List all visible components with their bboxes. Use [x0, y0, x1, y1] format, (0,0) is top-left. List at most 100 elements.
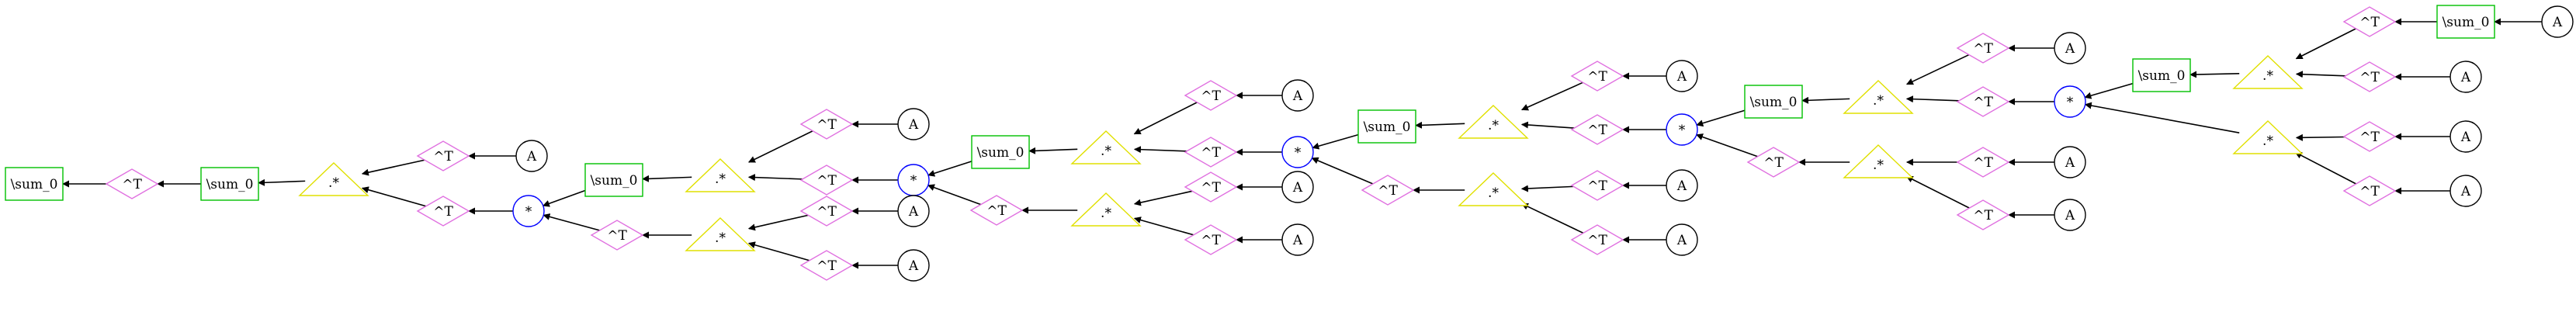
sum-node-shape [1357, 109, 1416, 144]
transpose-node-shape [799, 109, 854, 140]
transpose-node-label: ^T [1587, 178, 1607, 194]
sum-node-label: \sum_0 [206, 177, 254, 192]
leaf-node-a11: A [2054, 32, 2086, 64]
leaf-node-shape [897, 195, 930, 227]
transpose-node-label: ^T [1973, 95, 1993, 110]
leaf-node-a9: A [1666, 169, 1698, 202]
leaf-node-a6: A [1281, 171, 1314, 203]
transpose-node-label: ^T [1763, 155, 1784, 171]
transpose-node-label: ^T [1201, 180, 1221, 196]
transpose-node-shape [2342, 121, 2397, 152]
transpose-node-t3b: ^T [799, 250, 854, 281]
transpose-node-t8a: ^T [1956, 33, 2010, 64]
elementwise-mult-node-e4: .* [1070, 130, 1142, 164]
elementwise-mult-node-label: .* [1101, 206, 1111, 221]
transpose-node-t0: ^T [105, 168, 159, 199]
transpose-node-shape [1184, 137, 1238, 168]
transpose-node-label: ^T [1201, 88, 1221, 104]
leaf-node-a16: A [2449, 120, 2482, 153]
product-node-label: * [1679, 123, 1686, 138]
sum-node-shape [2436, 5, 2495, 39]
transpose-node-t6b: ^T [1570, 114, 1624, 145]
transpose-node-t8c: ^T [1746, 147, 1801, 178]
leaf-node-label: A [908, 258, 919, 274]
edge-t5a-to-e5 [1133, 190, 1193, 206]
transpose-node-label: ^T [1378, 183, 1398, 199]
sum-node-s4: \sum_0 [1357, 109, 1416, 144]
leaf-node-a14: A [2541, 5, 2574, 38]
transpose-node-label: ^T [122, 177, 142, 192]
leaf-node-a13: A [2054, 199, 2086, 231]
product-node-shape [2054, 85, 2086, 118]
transpose-node-t2c: ^T [590, 220, 644, 251]
product-node-shape [512, 195, 545, 227]
sum-node-shape [584, 163, 643, 197]
sum-node-label: \sum_0 [1364, 119, 1411, 135]
leaf-node-label: A [1292, 88, 1303, 104]
elementwise-mult-node-e11: .* [2232, 120, 2304, 154]
transpose-node-t9b: ^T [1956, 199, 2010, 230]
leaf-node-shape [2054, 199, 2086, 231]
product-node-label: * [1295, 145, 1302, 161]
transpose-node-t8b: ^T [1956, 86, 2010, 117]
transpose-node-label: ^T [816, 204, 837, 220]
transpose-node-t7b: ^T [1570, 224, 1624, 255]
leaf-node-label: A [2460, 184, 2471, 199]
leaf-node-label: A [2460, 130, 2471, 145]
transpose-node-shape [1570, 114, 1624, 145]
transpose-node-label: ^T [433, 149, 453, 164]
transpose-node-t3a: ^T [799, 196, 854, 227]
edge-e2-to-s2 [642, 175, 692, 182]
transpose-node-label: ^T [986, 203, 1007, 219]
edge-layer [62, 18, 2542, 269]
product-node-p5: * [2054, 85, 2086, 118]
product-node-p3: * [1281, 136, 1314, 168]
transpose-node-shape [799, 196, 854, 227]
leaf-node-a3: A [897, 195, 930, 227]
leaf-node-shape [2054, 146, 2086, 178]
edge-t8b-to-e8 [1905, 95, 1960, 103]
elementwise-mult-node-e1: .* [298, 162, 369, 196]
transpose-node-shape [2342, 175, 2397, 206]
sum-node-shape [971, 135, 1030, 169]
sum-node-s7: \sum_0 [2436, 5, 2495, 39]
transpose-node-t4b: ^T [1184, 137, 1238, 168]
leaf-node-a12: A [2054, 146, 2086, 178]
sum-node-shape [5, 167, 64, 201]
leaf-node-shape [1281, 171, 1314, 203]
transpose-node-label: ^T [1201, 233, 1221, 248]
elementwise-mult-node-shape [1070, 130, 1142, 164]
leaf-node-shape [1666, 223, 1698, 256]
elementwise-mult-node-e8: .* [1843, 80, 1914, 114]
transpose-node-shape [105, 168, 159, 199]
edge-t6c-to-p3 [1311, 157, 1374, 185]
leaf-node-label: A [2065, 41, 2075, 57]
leaf-node-shape [1281, 223, 1314, 256]
elementwise-mult-node-label: .* [1488, 185, 1499, 201]
elementwise-mult-node-label: .* [2262, 133, 2273, 149]
transpose-node-label: ^T [1587, 123, 1607, 138]
transpose-node-shape [1746, 147, 1801, 178]
elementwise-mult-node-shape [2232, 55, 2304, 89]
transpose-node-t1b: ^T [416, 196, 470, 227]
edge-t3a-to-e3 [747, 214, 809, 231]
transpose-node-label: ^T [1587, 69, 1607, 85]
transpose-node-shape [1956, 86, 2010, 117]
elementwise-mult-node-shape [2232, 120, 2304, 154]
leaf-node-shape [2054, 32, 2086, 64]
elementwise-mult-node-label: .* [1873, 158, 1884, 173]
sum-node-shape [2132, 58, 2191, 92]
edge-t2a-to-e2 [747, 130, 813, 163]
leaf-node-a1: A [515, 140, 548, 172]
elementwise-mult-node-e10: .* [2232, 55, 2304, 89]
leaf-node-label: A [526, 149, 537, 164]
elementwise-mult-node-label: .* [2262, 68, 2273, 84]
leaf-node-label: A [908, 117, 919, 133]
edge-s2-to-p1 [542, 189, 586, 207]
leaf-node-a4: A [897, 249, 930, 282]
elementwise-mult-node-e9: .* [1843, 144, 1914, 178]
leaf-node-a8: A [1666, 60, 1698, 92]
elementwise-mult-node-shape [298, 162, 369, 196]
product-node-shape [1666, 113, 1698, 146]
edge-t1a-to-e1 [361, 159, 425, 176]
